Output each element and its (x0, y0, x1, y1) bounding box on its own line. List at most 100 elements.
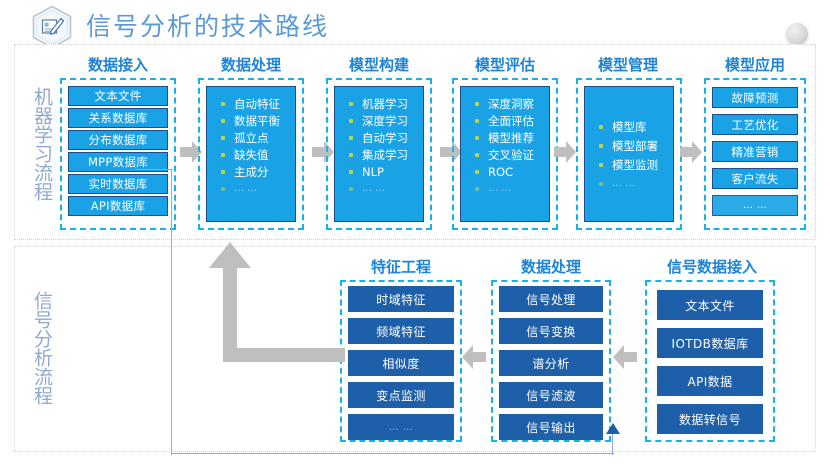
item-box[interactable]: API数据 (657, 366, 763, 396)
column-data-access: 数据接入 文本文件 关系数据库 分布数据库 MPP数据库 实时数据库 API数据… (58, 54, 178, 232)
bullet-label: 模型推荐 (488, 130, 534, 145)
column-signal-data-access: 信号数据接入 文本文件 IOTDB数据库 API数据 数据转信号 (637, 256, 787, 442)
bullet-dot (349, 152, 353, 157)
bullet-item[interactable]: 模型库 (585, 117, 673, 136)
bullet-dot (221, 135, 225, 140)
item-box[interactable]: 信号输出 (499, 414, 603, 440)
item-box[interactable]: 频域特征 (348, 318, 454, 344)
item-box[interactable]: 信号滤波 (499, 382, 603, 408)
item-box[interactable]: 文本文件 (68, 86, 168, 106)
item-box[interactable]: 实时数据库 (68, 174, 168, 194)
bullet-label: … … (362, 183, 386, 194)
bullet-label: 交叉验证 (488, 147, 534, 162)
bullet-dot (475, 101, 479, 106)
bullet-item[interactable]: 交叉验证 (461, 146, 549, 163)
bullet-panel: 模型库 模型部署 模型监测 … … (584, 86, 674, 222)
bullet-label: 全面评估 (488, 113, 534, 128)
column-title-model-application: 模型应用 (724, 56, 785, 74)
item-box[interactable]: 变点监测 (348, 382, 454, 408)
bullet-dot (221, 169, 225, 174)
bullet-item-more[interactable]: … … (335, 180, 423, 197)
bullet-dot (349, 169, 353, 174)
bullet-item[interactable]: 机器学习 (335, 95, 423, 112)
item-box[interactable]: 谱分析 (499, 350, 603, 376)
bullet-dot (221, 152, 225, 157)
item-box[interactable]: 信号处理 (499, 286, 603, 312)
bullet-label: ROC (488, 164, 514, 179)
column-frame (491, 280, 611, 442)
item-box[interactable]: 分布数据库 (68, 130, 168, 150)
arrow-management-to-application (680, 140, 702, 164)
item-box[interactable]: 故障预测 (712, 87, 798, 108)
item-box-more[interactable]: … … (712, 195, 798, 216)
bullet-item[interactable]: 主成分 (207, 163, 295, 180)
bullet-item[interactable]: 集成学习 (335, 146, 423, 163)
item-box[interactable]: 数据转信号 (657, 404, 763, 434)
bullet-panel: 机器学习 深度学习 自动学习 集成学习 NLP … … (334, 86, 424, 222)
connector-into-realtime-db (135, 169, 173, 172)
bullet-item[interactable]: 自动特征 (207, 95, 295, 112)
bullet-item-more[interactable]: … … (461, 180, 549, 197)
item-box[interactable]: 文本文件 (657, 290, 763, 320)
item-box[interactable]: 时域特征 (348, 286, 454, 312)
bullet-label: 集成学习 (362, 147, 408, 162)
item-box[interactable]: IOTDB数据库 (657, 328, 763, 358)
bullet-item[interactable]: 模型监测 (585, 155, 673, 174)
item-box[interactable]: 客户流失 (712, 168, 798, 189)
bullet-item[interactable]: 缺失值 (207, 146, 295, 163)
bullet-item[interactable]: 深度学习 (335, 112, 423, 129)
bullet-dot (221, 186, 225, 191)
item-box[interactable]: 相似度 (348, 350, 454, 376)
bullet-item[interactable]: 模型推荐 (461, 129, 549, 146)
bullet-label: … … (234, 183, 258, 194)
bullet-item[interactable]: 模型部署 (585, 136, 673, 155)
connector-bottom-horizontal (171, 453, 614, 456)
bullet-dot (599, 162, 603, 167)
item-box[interactable]: API数据库 (68, 196, 168, 216)
bullet-label: 主成分 (234, 164, 269, 179)
bullet-item[interactable]: 深度洞察 (461, 95, 549, 112)
bullet-dot (349, 186, 353, 191)
column-title-model-building: 模型构建 (348, 56, 409, 74)
column-model-management: 模型管理 模型库 模型部署 模型监测 … … (566, 54, 690, 232)
column-title-data-access: 数据接入 (87, 56, 148, 74)
bullet-item[interactable]: ROC (461, 163, 549, 180)
arrow-signal-access-to-processing (613, 344, 637, 370)
arrow-evaluation-to-management (554, 140, 576, 164)
column-data-processing: 数据处理 自动特征 数据平衡 孤立点 缺失值 主成分 … … (190, 54, 312, 232)
bullet-label: 机器学习 (362, 96, 408, 111)
bullet-dot (475, 186, 479, 191)
bullet-item-more[interactable]: … … (585, 174, 673, 193)
column-model-evaluation: 模型评估 深度洞察 全面评估 模型推荐 交叉验证 ROC … … (444, 54, 566, 232)
item-box[interactable]: 工艺优化 (712, 114, 798, 135)
bullet-dot (349, 101, 353, 106)
bullet-item[interactable]: 孤立点 (207, 129, 295, 146)
arrow-signal-processing-to-feature (462, 344, 486, 370)
column-model-application: 模型应用 故障预测 工艺优化 精准营销 客户流失 … … (700, 54, 810, 232)
bullet-dot (475, 135, 479, 140)
bullet-panel: 自动特征 数据平衡 孤立点 缺失值 主成分 … … (206, 86, 296, 222)
column-title-data-processing: 数据处理 (220, 56, 281, 74)
bullet-item-more[interactable]: … … (207, 180, 295, 197)
column-frame (198, 78, 304, 230)
item-box[interactable]: 信号变换 (499, 318, 603, 344)
column-model-building: 模型构建 机器学习 深度学习 自动学习 集成学习 NLP … … (318, 54, 440, 232)
item-box[interactable]: MPP数据库 (68, 152, 168, 172)
bullet-dot (599, 124, 603, 129)
column-title-signal-data-access: 信号数据接入 (666, 258, 757, 276)
column-frame (60, 78, 176, 230)
bullet-item[interactable]: 数据平衡 (207, 112, 295, 129)
item-box-more[interactable]: … … (348, 414, 454, 440)
bullet-item[interactable]: 自动学习 (335, 129, 423, 146)
item-box[interactable]: 精准营销 (712, 141, 798, 162)
bullet-item[interactable]: NLP (335, 163, 423, 180)
bullet-dot (349, 135, 353, 140)
connector-vertical-left (171, 170, 174, 455)
bullet-dot (221, 101, 225, 106)
arrow-processing-to-building (312, 140, 334, 164)
document-pen-hexagon-icon (31, 5, 73, 49)
item-box[interactable]: 关系数据库 (68, 108, 168, 128)
bullet-label: 深度学习 (362, 113, 408, 128)
bullet-item[interactable]: 全面评估 (461, 112, 549, 129)
